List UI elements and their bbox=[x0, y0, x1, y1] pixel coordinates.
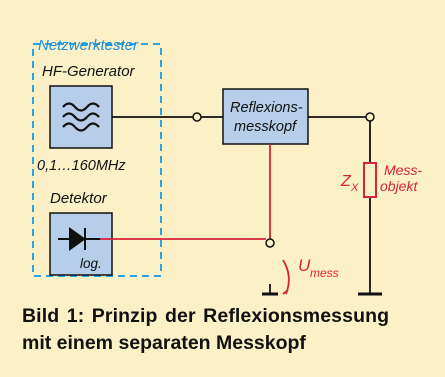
diode-icon bbox=[58, 227, 100, 251]
signal-line bbox=[112, 116, 382, 296]
impedance-sub: X bbox=[350, 182, 359, 194]
voltage-sub: mess bbox=[310, 266, 339, 280]
caption-line1: Bild 1: Prinzip der Reflexionsmessung bbox=[22, 305, 390, 327]
reflection-head-line1: Reflexions- bbox=[230, 100, 303, 116]
detector-sub: log. bbox=[80, 256, 102, 271]
generator-block bbox=[49, 85, 113, 149]
reflection-head-line2: messkopf bbox=[234, 119, 298, 135]
sine-wave-icon bbox=[62, 102, 100, 132]
generator-label: HF-Generator bbox=[42, 63, 136, 80]
figure-caption: Bild 1: Prinzip der Reflexionsmessung mi… bbox=[22, 303, 442, 357]
voltage-symbol: U bbox=[298, 256, 311, 275]
detector-label: Detektor bbox=[50, 190, 108, 207]
impedance-symbol: Z bbox=[340, 173, 352, 190]
measure-path bbox=[100, 144, 290, 295]
detector-block bbox=[49, 212, 113, 276]
dut-resistor bbox=[363, 162, 377, 198]
caption-line2: mit einem separaten Messkopf bbox=[22, 332, 306, 354]
dut-label-line1: Mess- bbox=[384, 162, 422, 178]
ground-symbol bbox=[262, 284, 278, 296]
connector-input bbox=[192, 112, 202, 122]
generator-range: 0,1…160MHz bbox=[37, 158, 126, 174]
group-label: Netzwerktester bbox=[38, 37, 139, 54]
dut-label-line2: objekt bbox=[380, 178, 418, 194]
connector-output bbox=[365, 112, 375, 122]
measure-node bbox=[265, 238, 275, 248]
network-tester-frame bbox=[32, 43, 162, 277]
reflection-head-block bbox=[222, 88, 309, 145]
